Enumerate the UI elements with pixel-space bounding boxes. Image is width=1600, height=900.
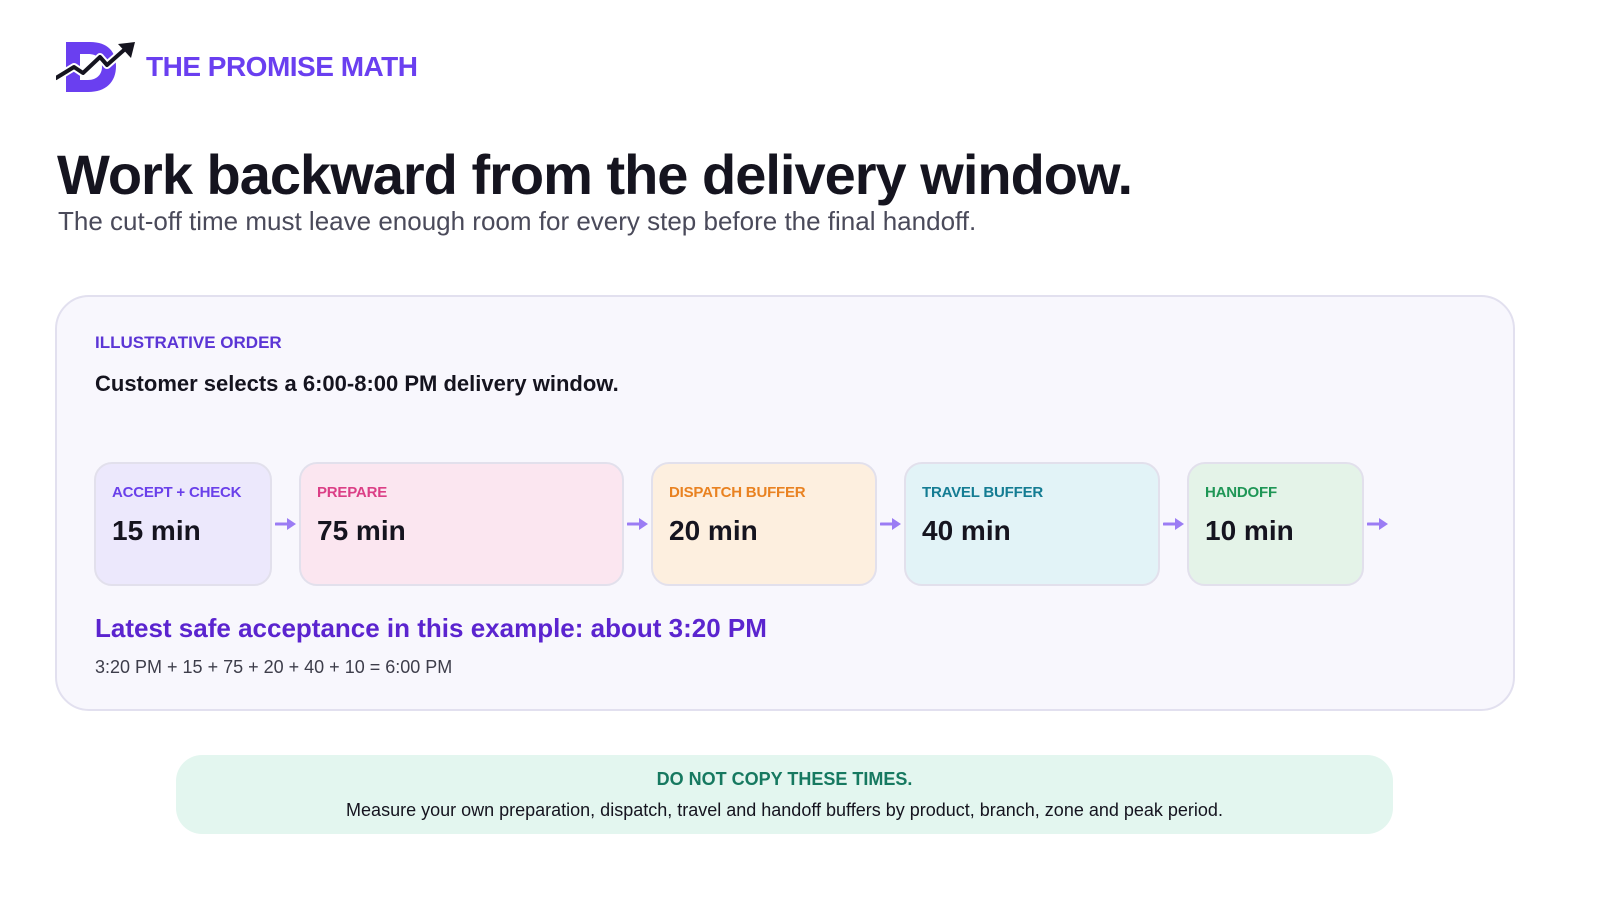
brand: THE PROMISE MATH [56, 40, 418, 94]
step-label: TRAVEL BUFFER [922, 484, 1044, 501]
step-accept-check: ACCEPT + CHECK 15 min [94, 462, 272, 586]
disclaimer-note: DO NOT COPY THESE TIMES. Measure your ow… [176, 755, 1393, 834]
step-duration: 10 min [1205, 515, 1294, 546]
step-duration: 20 min [669, 515, 758, 546]
step-label: ACCEPT + CHECK [112, 484, 242, 501]
example-panel: ILLUSTRATIVE ORDER Customer selects a 6:… [55, 295, 1515, 711]
result-equation: 3:20 PM + 15 + 75 + 20 + 40 + 10 = 6:00 … [95, 657, 453, 677]
brand-logo-icon [56, 42, 135, 92]
step-prepare: PREPARE 75 min [299, 462, 624, 586]
step-label: PREPARE [317, 484, 388, 501]
step-travel-buffer: TRAVEL BUFFER 40 min [904, 462, 1160, 586]
example-scenario: Customer selects a 6:00-8:00 PM delivery… [95, 371, 619, 396]
step-dispatch-buffer: DISPATCH BUFFER 20 min [651, 462, 877, 586]
step-duration: 75 min [317, 515, 406, 546]
step-label: DISPATCH BUFFER [669, 484, 806, 501]
brand-name: THE PROMISE MATH [146, 51, 418, 82]
example-eyebrow: ILLUSTRATIVE ORDER [95, 333, 282, 352]
step-duration: 15 min [112, 515, 201, 546]
result-statement: Latest safe acceptance in this example: … [95, 613, 767, 643]
step-handoff: HANDOFF 10 min [1187, 462, 1364, 586]
page-title: Work backward from the delivery window. [57, 143, 1133, 206]
note-title: DO NOT COPY THESE TIMES. [656, 769, 913, 789]
arrow-right-icon [1160, 516, 1187, 532]
step-duration: 40 min [922, 515, 1011, 546]
note-body: Measure your own preparation, dispatch, … [346, 800, 1223, 820]
timeline-steps: ACCEPT + CHECK 15 min PREPARE 75 min DIS… [94, 462, 1391, 586]
arrow-right-icon [624, 516, 651, 532]
arrow-right-icon [272, 516, 299, 532]
page-subtitle: The cut-off time must leave enough room … [58, 206, 977, 236]
step-label: HANDOFF [1205, 484, 1277, 501]
arrow-right-icon [877, 516, 904, 532]
arrow-right-icon [1364, 516, 1391, 532]
